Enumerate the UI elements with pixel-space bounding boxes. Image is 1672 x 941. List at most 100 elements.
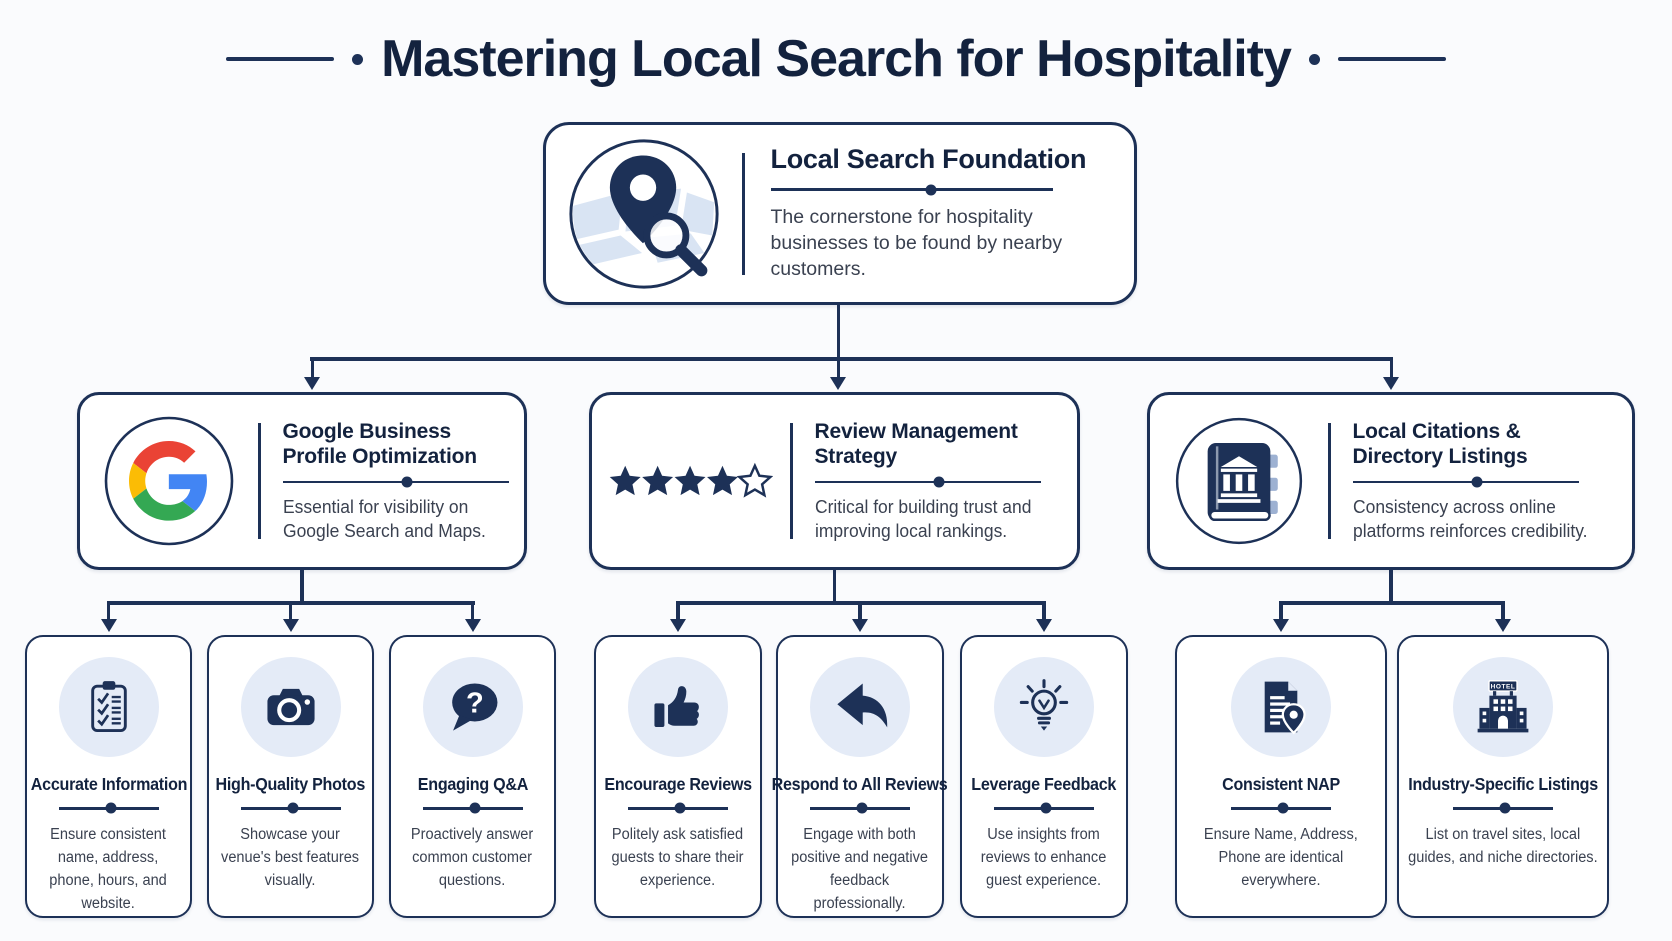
branch-text: Review Management Strategy Critical for …: [793, 419, 1078, 544]
rule-dot: [856, 802, 868, 814]
card-rule: [628, 802, 728, 814]
branch-review-management: Review Management Strategy Critical for …: [589, 392, 1080, 570]
card-engaging-qa: ? Engaging Q&A Proactively answer common…: [389, 635, 556, 918]
root-icon-wrap: [546, 136, 742, 292]
header: Mastering Local Search for Hospitality: [0, 20, 1672, 98]
title-left-line: [226, 57, 335, 61]
arrowhead: [100, 619, 117, 632]
card-icon-circle: [240, 657, 341, 757]
branch-description: Critical for building trust and improvin…: [814, 497, 1031, 541]
rule-dot: [674, 802, 686, 814]
title-left-dot: [352, 53, 364, 65]
card-icon-circle: [628, 657, 728, 757]
thumbs-up-icon: [654, 686, 699, 727]
card-industry-specific-listings: HOTEL Industry-Specific Listings List on…: [1397, 635, 1609, 918]
connector-drop: [836, 357, 840, 378]
branch-text: Google Business Profile Optimization Ess…: [261, 419, 525, 544]
connector-drop: [106, 601, 111, 620]
title-right-line: [1337, 57, 1446, 61]
arrowhead: [1273, 619, 1289, 632]
card-icon-circle: [810, 657, 910, 757]
card-title: High-Quality Photos: [215, 774, 366, 794]
svg-text:?: ?: [465, 687, 483, 719]
connector-drop: [288, 601, 293, 620]
branch-icon-wrap: [80, 395, 258, 567]
card-rule: [58, 802, 159, 814]
arrowhead: [304, 377, 320, 390]
rule-dot: [287, 802, 298, 814]
connector-branch-stem: [300, 570, 304, 603]
question-bubble-icon: ?: [451, 683, 497, 731]
card-rule: [240, 802, 341, 814]
arrowhead: [852, 619, 868, 632]
card-rule: [994, 802, 1094, 814]
branch-icon-wrap: [1150, 395, 1328, 567]
branch-local-citations: Local Citations & Directory Listings Con…: [1147, 392, 1635, 570]
card-rule: [1453, 802, 1553, 814]
rule-dot: [401, 476, 413, 488]
card-title: Engaging Q&A: [417, 774, 528, 794]
card-description: Ensure Name, Address, Phone are identica…: [1204, 825, 1358, 890]
connector-drop: [1501, 601, 1505, 620]
card-title: Accurate Information: [30, 774, 187, 794]
rule-dot: [105, 802, 116, 814]
connector-drop: [676, 601, 680, 620]
card-description: Ensure consistent name, address, phone, …: [49, 825, 168, 913]
connector-branch-stem: [1389, 570, 1393, 603]
connector-root-stem: [836, 305, 840, 359]
card-rule: [1231, 802, 1331, 814]
card-leverage-feedback: Leverage Feedback Use insights from revi…: [960, 635, 1128, 918]
card-description: List on travel sites, local guides, and …: [1408, 825, 1598, 866]
map-pin-magnifier-icon: [569, 138, 719, 289]
svg-text:HOTEL: HOTEL: [1491, 684, 1516, 691]
connector-drop: [310, 357, 314, 378]
arrowhead: [1383, 377, 1399, 390]
card-rule: [810, 802, 910, 814]
card-encourage-reviews: Encourage Reviews Politely ask satisfied…: [594, 635, 762, 918]
card-icon-circle: HOTEL: [1453, 657, 1553, 757]
card-title: Industry-Specific Listings: [1408, 774, 1598, 794]
rule-dot: [925, 184, 937, 196]
rule-dot: [933, 476, 945, 488]
arrowhead: [282, 619, 299, 632]
card-description: Engage with both positive and negative f…: [791, 825, 929, 913]
hotel-building-icon: HOTEL: [1477, 679, 1529, 733]
connector-tier1-bar: [310, 357, 1391, 361]
rule-dot: [1277, 802, 1289, 814]
card-high-quality-photos: High-Quality Photos Showcase your venue'…: [207, 635, 374, 918]
root-description: The cornerstone for hospitality business…: [770, 206, 1063, 280]
root-divider: [742, 152, 745, 275]
rule-dot: [1499, 802, 1511, 814]
lightbulb-icon: [1019, 679, 1069, 731]
star-rating-icon: [609, 462, 773, 498]
branch-rule: [814, 476, 1041, 488]
branch-description: Essential for visibility on Google Searc…: [282, 497, 486, 541]
card-rule: [422, 802, 523, 814]
branch-rule: [282, 476, 509, 488]
camera-icon: [266, 688, 315, 726]
connector-drop: [470, 601, 475, 620]
rule-dot: [1040, 802, 1052, 814]
arrowhead: [1036, 619, 1052, 632]
directory-book-icon: [1175, 417, 1303, 545]
arrowhead: [670, 619, 686, 632]
root-text: Local Search Foundation The cornerstone …: [745, 144, 1135, 282]
card-title: Respond to All Reviews: [772, 774, 948, 794]
card-description: Politely ask satisfied guests to share t…: [611, 825, 745, 890]
card-title: Leverage Feedback: [971, 774, 1117, 794]
arrowhead: [1495, 619, 1511, 632]
arrowhead: [830, 377, 846, 390]
root-node-local-search-foundation: Local Search Foundation The cornerstone …: [543, 122, 1137, 305]
checklist-clipboard-icon: [90, 681, 127, 733]
card-icon-circle: ?: [422, 657, 523, 757]
branch-rule: [1352, 476, 1579, 488]
google-logo-icon: [104, 416, 234, 546]
rule-dot: [1471, 476, 1483, 488]
card-title: Encourage Reviews: [604, 774, 752, 794]
branch-divider: [258, 423, 261, 539]
connector-drop: [1279, 601, 1283, 620]
connector-drop: [1389, 357, 1393, 378]
card-title: Consistent NAP: [1222, 774, 1340, 794]
page-title: Mastering Local Search for Hospitality: [381, 30, 1292, 88]
